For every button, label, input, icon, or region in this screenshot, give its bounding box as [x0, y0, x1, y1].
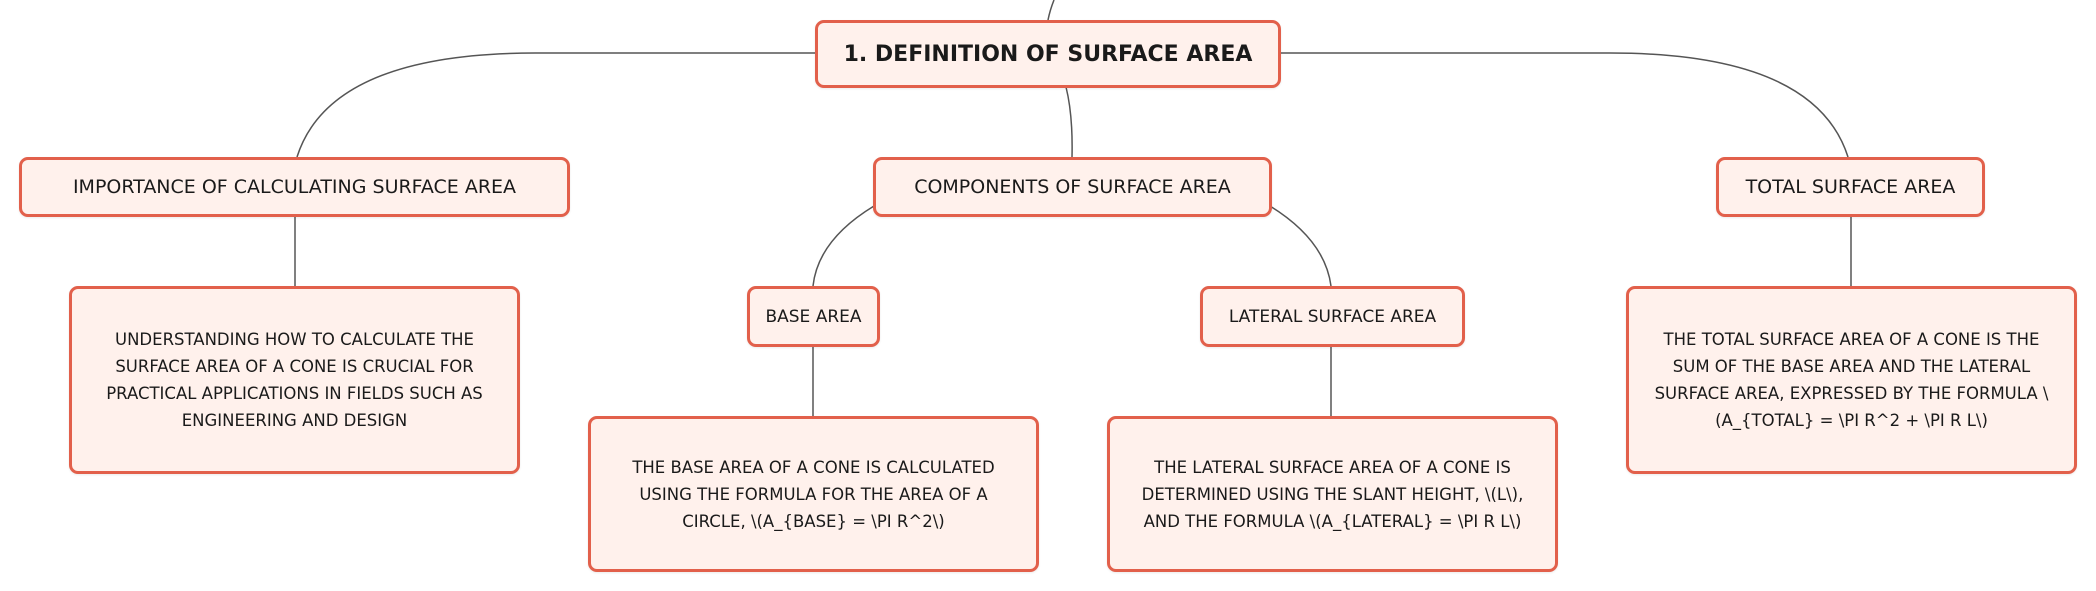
leaf-node-lateral-area-text: THE LATERAL SURFACE AREA OF A CONE IS DE…	[1141, 457, 1524, 531]
branch-node-components[interactable]: COMPONENTS OF SURFACE AREA	[873, 157, 1272, 217]
branch-node-importance[interactable]: IMPORTANCE OF CALCULATING SURFACE AREA	[19, 157, 570, 217]
connector-root-to-importance	[296, 52, 815, 158]
connector-parent-to-root	[1047, 0, 1055, 21]
branch-node-importance-label: IMPORTANCE OF CALCULATING SURFACE AREA	[72, 176, 517, 198]
connector-components-to-base	[812, 205, 875, 287]
connector-components-to-lateral	[1269, 205, 1332, 287]
connector-root-to-total	[1280, 52, 1849, 158]
branch-node-total-label: TOTAL SURFACE AREA	[1745, 176, 1956, 198]
sub-node-base-area[interactable]: BASE AREA	[747, 286, 880, 347]
leaf-node-lateral-area-detail[interactable]: THE LATERAL SURFACE AREA OF A CONE IS DE…	[1107, 416, 1558, 572]
sub-node-lateral-area-label: LATERAL SURFACE AREA	[1228, 306, 1437, 327]
leaf-node-base-area-detail[interactable]: THE BASE AREA OF A CONE IS CALCULATED US…	[588, 416, 1039, 572]
branch-node-total[interactable]: TOTAL SURFACE AREA	[1716, 157, 1985, 217]
root-node-label: 1. DEFINITION OF SURFACE AREA	[843, 41, 1253, 67]
leaf-node-importance-detail[interactable]: UNDERSTANDING HOW TO CALCULATE THE SURFA…	[69, 286, 520, 474]
sub-node-base-area-label: BASE AREA	[765, 306, 862, 327]
connector-root-to-components	[1065, 86, 1073, 158]
sub-node-lateral-area[interactable]: LATERAL SURFACE AREA	[1200, 286, 1465, 347]
branch-node-components-label: COMPONENTS OF SURFACE AREA	[914, 176, 1231, 198]
leaf-node-base-area-text: THE BASE AREA OF A CONE IS CALCULATED US…	[632, 457, 995, 531]
leaf-node-total-text: THE TOTAL SURFACE AREA OF A CONE IS THE …	[1654, 330, 2049, 430]
leaf-node-importance-text: UNDERSTANDING HOW TO CALCULATE THE SURFA…	[106, 330, 483, 430]
root-node-definition[interactable]: 1. DEFINITION OF SURFACE AREA	[815, 20, 1281, 88]
leaf-node-total-detail[interactable]: THE TOTAL SURFACE AREA OF A CONE IS THE …	[1626, 286, 2077, 474]
